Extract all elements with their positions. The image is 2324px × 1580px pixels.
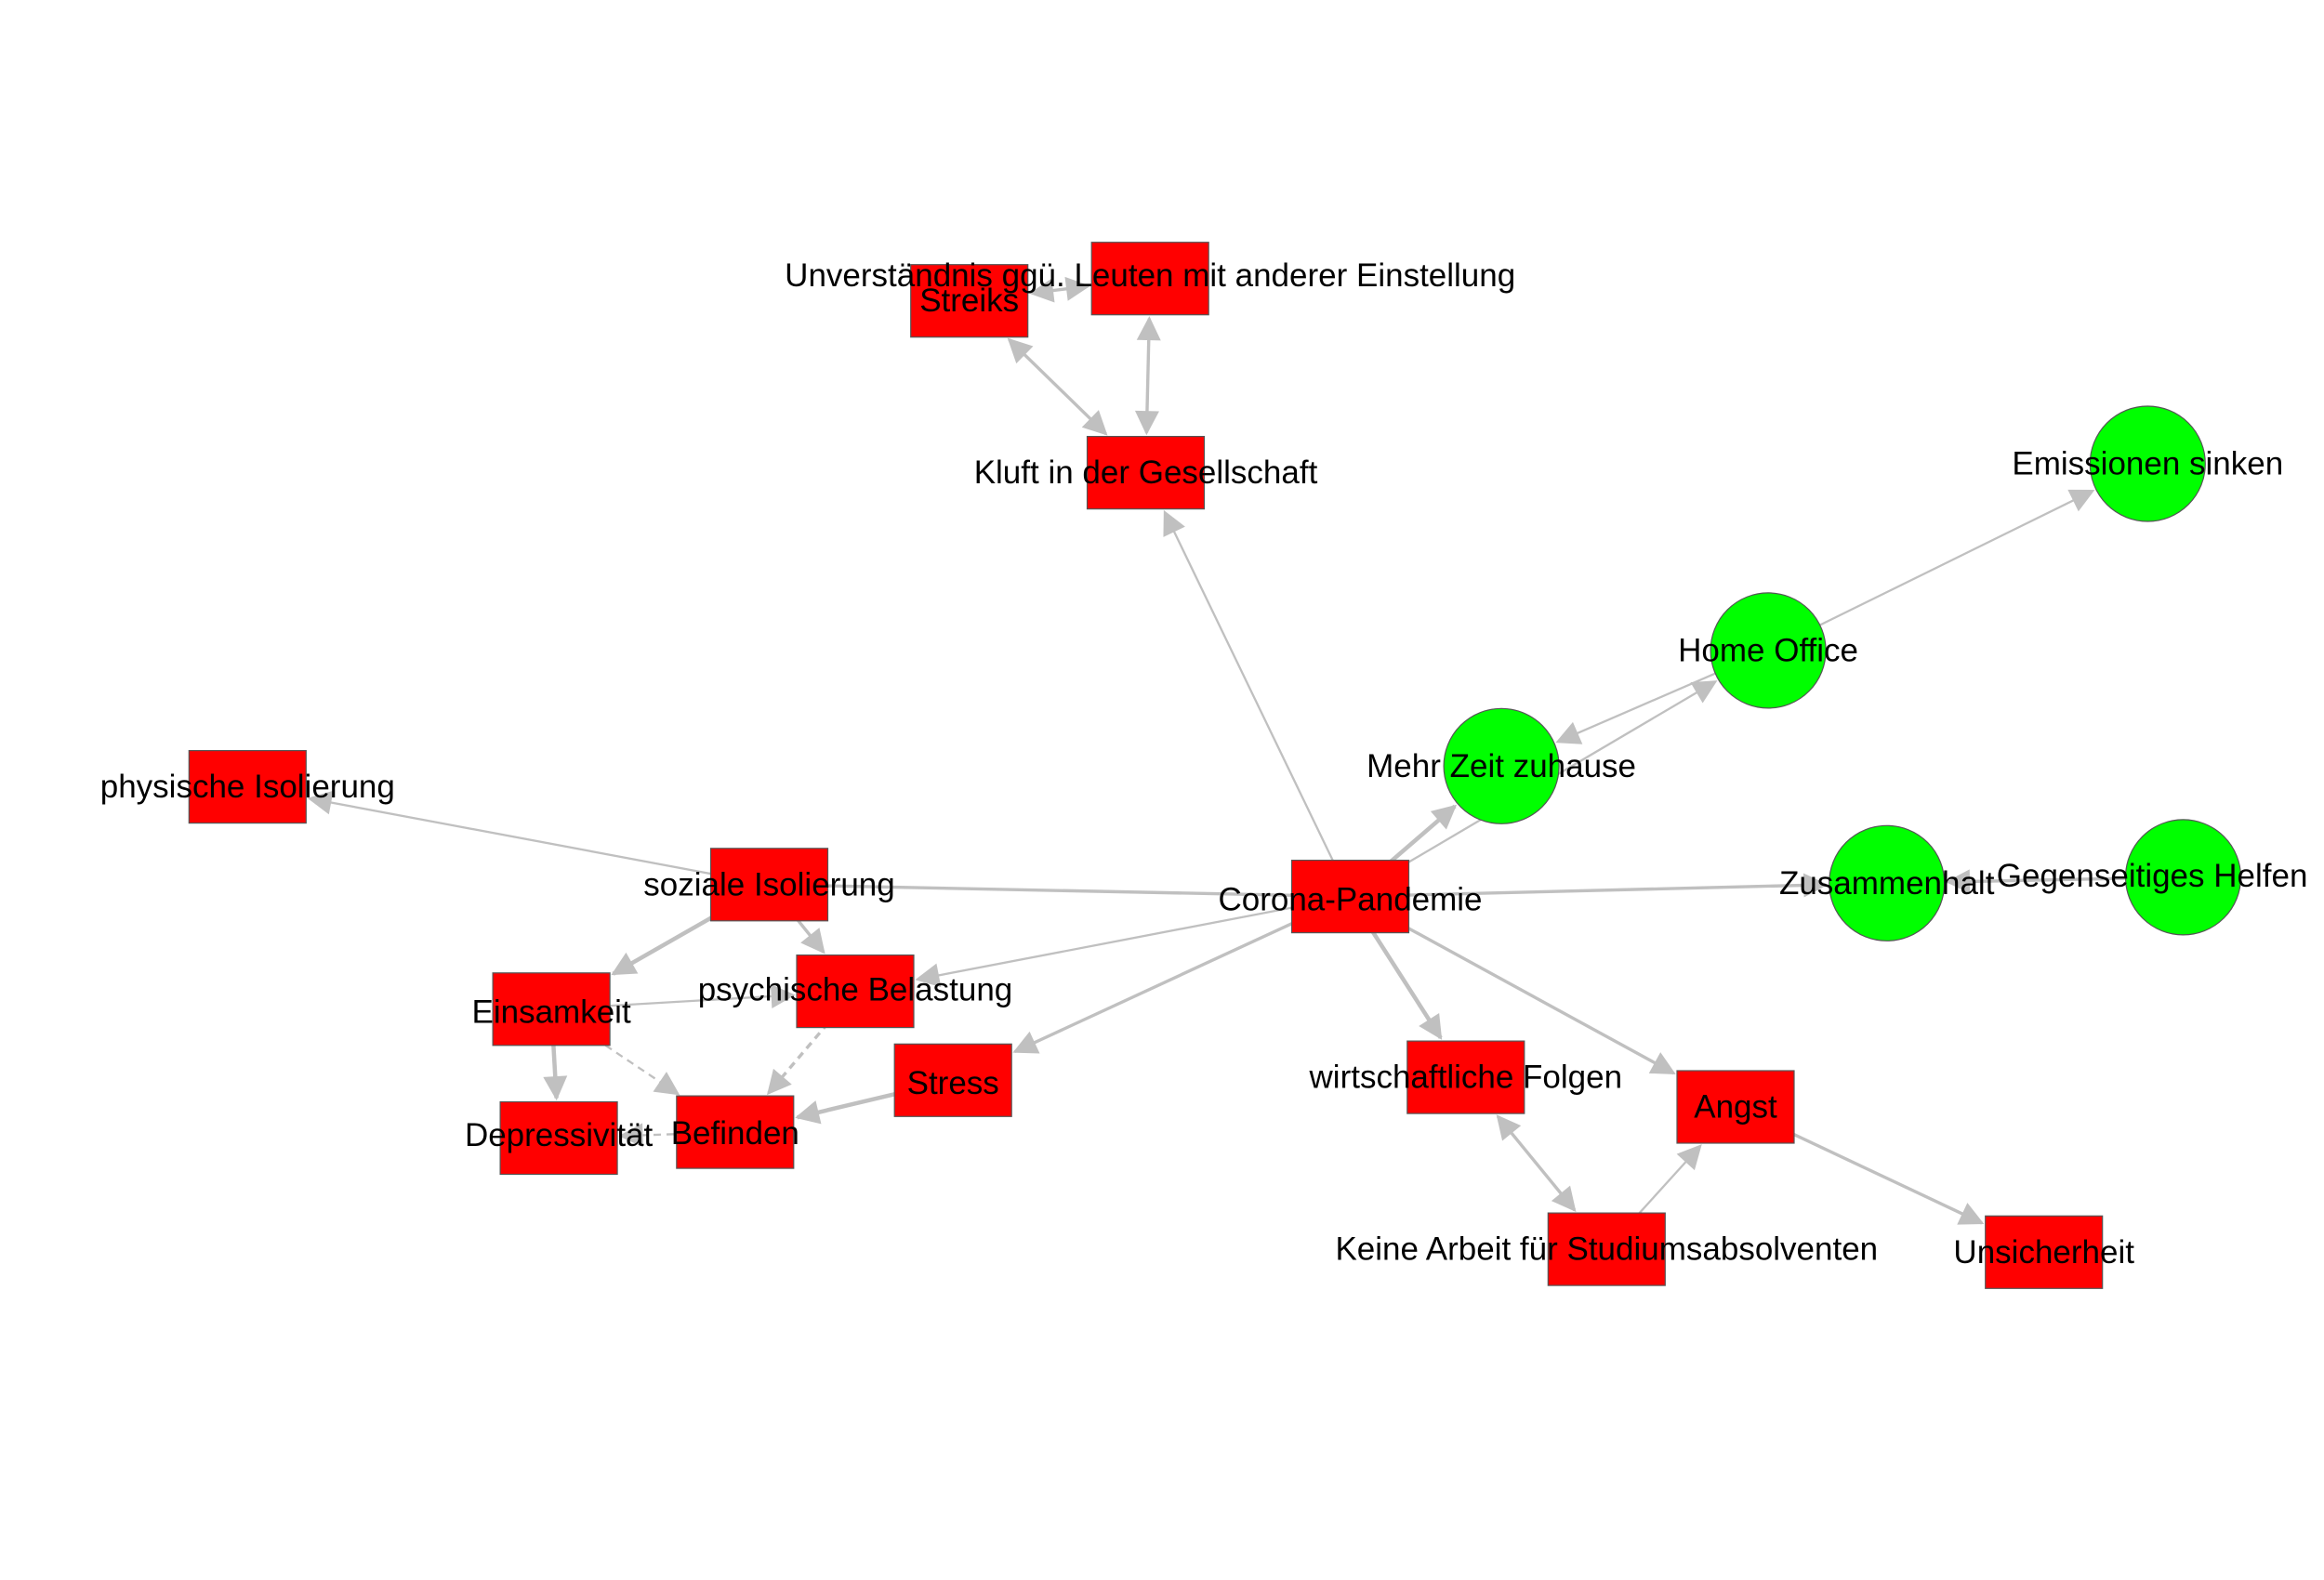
node-label-wirtschaft: wirtschaftliche Folgen [1309, 1060, 1623, 1096]
node-label-physisch: physische Isolierung [100, 769, 395, 805]
node-wirtschaft[interactable] [1406, 1040, 1525, 1114]
node-zusammenhalt[interactable] [1829, 824, 1946, 941]
node-label-unsicherheit: Unsicherheit [1953, 1234, 2134, 1271]
node-label-angst: Angst [1694, 1089, 1777, 1126]
node-stress[interactable] [893, 1043, 1012, 1117]
edge-homeoffice-to-emissionen [1798, 489, 2095, 637]
edge-corona-to-psychisch [915, 902, 1315, 988]
node-label-mehrzeit: Mehr Zeit zuhause [1367, 748, 1636, 784]
edge-corona-to-angst [1384, 914, 1676, 1075]
node-befinden[interactable] [676, 1095, 795, 1169]
edge-corona-to-kluft [1163, 509, 1341, 876]
node-gegenseitig[interactable] [2124, 819, 2242, 936]
node-unverst[interactable] [1090, 242, 1209, 316]
node-emissionen[interactable] [2089, 405, 2206, 522]
node-label-streiks: Streiks [919, 283, 1019, 319]
edge-corona-to-sozial [804, 883, 1315, 898]
edge-streiks-to-unverst [1029, 276, 1090, 303]
node-label-einsamkeit: Einsamkeit [472, 994, 631, 1031]
node-label-corona: Corona-Pandemie [1218, 881, 1482, 917]
node-einsamkeit[interactable] [492, 972, 611, 1047]
node-streiks[interactable] [910, 264, 1029, 338]
edge-wirtschaft-to-keinearbeit [1496, 1114, 1577, 1213]
node-label-zusammenhalt: Zusammenhalt [1779, 865, 1995, 902]
node-depressiv[interactable] [499, 1100, 618, 1176]
node-label-keinearbeit: Keine Arbeit für Studiumsabsolventen [1335, 1231, 1878, 1268]
edge-corona-to-zusammenhalt [1385, 873, 1829, 898]
node-label-stress: Stress [907, 1065, 999, 1101]
node-label-befinden: Befinden [671, 1115, 799, 1152]
node-label-psychisch: psychische Belastung [698, 972, 1013, 1008]
edge-einsamkeit-to-psychisch [586, 983, 796, 1008]
edge-layer [307, 276, 2149, 1229]
node-layer [188, 242, 2242, 1289]
edge-kluft-to-streiks [1007, 337, 1108, 436]
node-psychisch[interactable] [796, 954, 915, 1029]
node-mehrzeit[interactable] [1443, 707, 1560, 824]
node-sozial[interactable] [709, 848, 829, 922]
node-label-depressiv: Depressivität [465, 1117, 654, 1153]
node-physisch[interactable] [188, 749, 307, 824]
node-label-emissionen: Emissionen sinken [2012, 446, 2283, 482]
node-keinearbeit[interactable] [1547, 1212, 1666, 1286]
edge-homeoffice-to-mehrzeit [1555, 663, 1737, 744]
edge-gegenseitig-to-zusammenhalt [1946, 869, 2149, 894]
node-label-kluft: Kluft in der Gesellschaft [974, 454, 1318, 491]
node-label-homeoffice: Home Office [1678, 632, 1858, 668]
node-corona[interactable] [1290, 859, 1410, 934]
node-label-unverst: Unverständnis ggü. Leuten mit anderer Ei… [785, 257, 1515, 294]
edge-sozial-to-physisch [307, 790, 734, 879]
edge-corona-to-wirtschaft [1362, 916, 1443, 1040]
node-homeoffice[interactable] [1710, 592, 1827, 709]
node-unsicherheit[interactable] [1985, 1215, 2104, 1289]
edge-angst-to-unsicherheit [1770, 1122, 1985, 1225]
node-label-sozial: soziale Isolierung [643, 866, 894, 902]
node-angst[interactable] [1676, 1070, 1795, 1144]
edge-corona-to-stress [1012, 911, 1316, 1054]
label-layer: Corona-Pandemie Kluft in der Gesellschaft… [100, 257, 2308, 1271]
node-label-gegenseitig: Gegenseitiges Helfen [1997, 858, 2308, 894]
edge-kluft-to-unverst [1134, 316, 1161, 436]
node-kluft[interactable] [1086, 436, 1206, 510]
